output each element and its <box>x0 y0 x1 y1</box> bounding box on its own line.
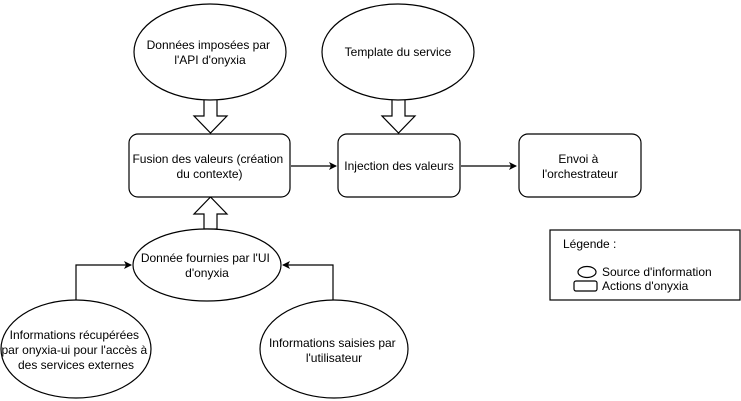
block-arrow-api-to-merge <box>192 98 229 134</box>
node-user-info: Informations saisies par l'utilisateur <box>259 299 409 399</box>
action-rect <box>337 133 461 198</box>
action-rect <box>518 133 642 198</box>
node-inject-values: Injection des valeurs <box>337 133 461 198</box>
node-service-template-label: Template du service <box>345 45 452 59</box>
legend-item-action-label: Actions d'onyxia <box>602 279 689 293</box>
source-ellipse <box>259 299 409 399</box>
legend-title: Légende : <box>563 237 616 251</box>
arrow-user-to-ui <box>282 261 334 300</box>
node-ui-data-label: Donnée fournies par l'UI d'onyxia <box>141 251 273 280</box>
block-arrow-template-to-injection <box>380 98 417 134</box>
source-ellipse <box>133 3 287 101</box>
legend-item-source-label: Source d'information <box>602 265 712 279</box>
node-external-info-label: Informations récupérées par onyxia-ui po… <box>1 328 150 372</box>
node-inject-values-label: Injection des valeurs <box>344 159 453 173</box>
node-api-data-label: Données imposées par l'API d'onyxia <box>147 38 274 67</box>
source-ellipse <box>321 3 475 101</box>
node-external-info: Informations récupérées par onyxia-ui po… <box>0 299 152 399</box>
node-api-data: Données imposées par l'API d'onyxia <box>133 3 287 101</box>
legend: Légende : Source d'information Actions d… <box>549 229 741 301</box>
source-ellipse <box>132 228 282 302</box>
node-user-info-label: Informations saisies par l'utilisateur <box>269 336 399 365</box>
nodes: Données imposées par l'API d'onyxia Temp… <box>0 3 642 399</box>
legend-ellipse-swatch <box>577 265 597 279</box>
node-send-orchestrator-label: Envoi à l'orchestrateur <box>542 152 618 181</box>
arrow-external-to-ui <box>75 261 132 300</box>
node-merge-values-label: Fusion des valeurs (création du contexte… <box>132 152 286 181</box>
node-send-orchestrator: Envoi à l'orchestrateur <box>518 133 642 198</box>
action-rect <box>128 133 291 198</box>
node-service-template: Template du service <box>321 3 475 101</box>
source-ellipse <box>0 299 152 399</box>
node-ui-data: Donnée fournies par l'UI d'onyxia <box>132 228 282 302</box>
node-merge-values: Fusion des valeurs (création du contexte… <box>128 133 291 198</box>
edges <box>75 98 517 300</box>
block-arrow-ui-to-merge <box>192 196 229 230</box>
legend-rect-swatch <box>573 280 598 292</box>
